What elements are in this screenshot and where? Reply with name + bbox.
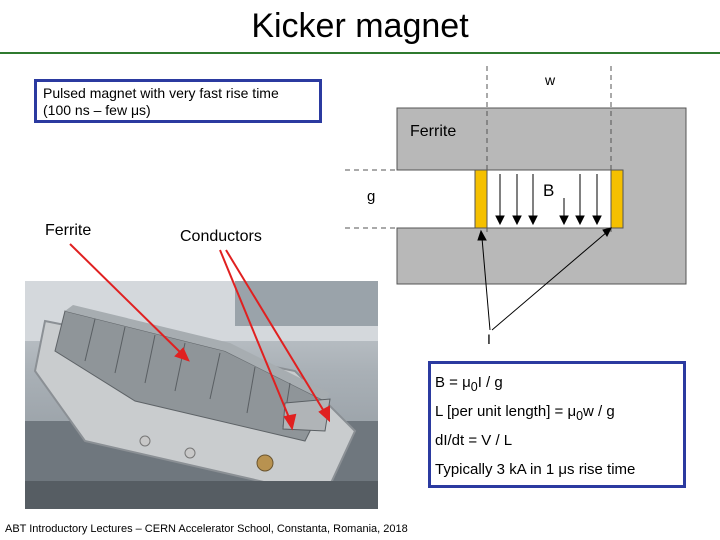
formula-inductance: L [per unit length] = μ0w / g — [435, 403, 615, 423]
title-divider — [0, 52, 720, 54]
page-title: Kicker magnet — [251, 7, 469, 45]
typical-values-note: Typically 3 kA in 1 μs rise time — [435, 461, 636, 478]
conductor-pointer-arrow-left — [219, 249, 291, 421]
label-w: w — [544, 72, 556, 88]
conductor-left — [474, 169, 488, 229]
field-arrows — [495, 174, 602, 226]
conductor-pointer-arrow-right — [225, 249, 326, 414]
formula-box: B = μ0I / g L [per unit length] = μ0w / … — [428, 361, 686, 488]
label-ferrite-diagram: Ferrite — [410, 123, 456, 140]
description-box: Pulsed magnet with very fast rise time (… — [34, 79, 322, 123]
conductor-right — [610, 169, 624, 229]
label-conductors: Conductors — [180, 228, 262, 245]
label-g: g — [367, 188, 375, 205]
formula-current-rise: dI/dt = V / L — [435, 432, 513, 449]
kicker-magnet-photo — [25, 281, 378, 509]
formula-b-field: B = μ0I / g — [435, 374, 503, 394]
photo-illustration — [25, 281, 378, 509]
footer-text: ABT Introductory Lectures – CERN Acceler… — [5, 523, 408, 535]
description-line-2: (100 ns – few μs) — [43, 102, 151, 118]
ferrite-pointer-arrow — [69, 243, 184, 356]
label-ferrite-photo: Ferrite — [45, 222, 92, 239]
label-B: B — [543, 181, 554, 200]
label-I: I — [487, 331, 491, 347]
description-line-1: Pulsed magnet with very fast rise time — [43, 85, 279, 101]
current-arrows — [477, 227, 612, 331]
